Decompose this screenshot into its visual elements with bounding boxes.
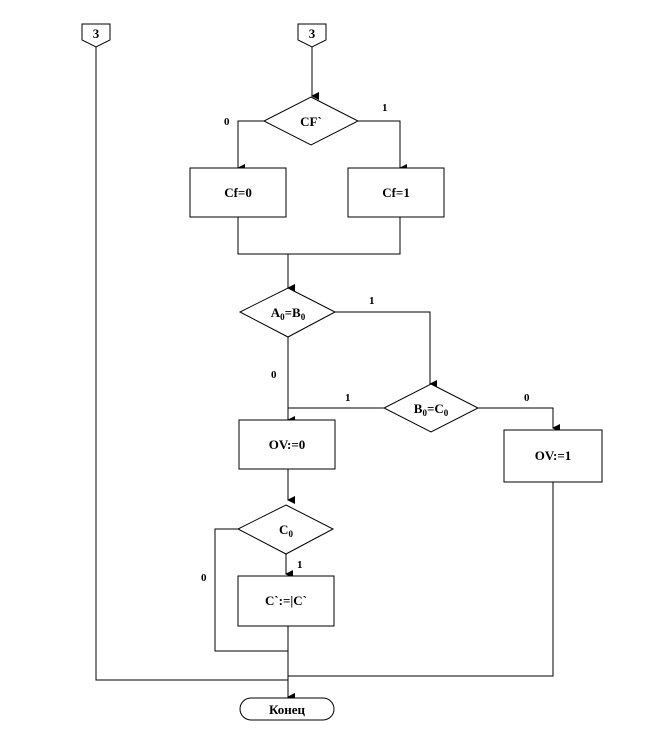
edge-a0b0-yes <box>335 311 437 388</box>
connector-left: 3 <box>81 23 111 48</box>
decision-a0b0-label: A0=B0 <box>271 305 306 322</box>
edge-labels: 0 1 1 0 1 0 1 0 <box>201 102 530 584</box>
edge-ov1-to-end <box>288 482 554 677</box>
process-c-invert-label: C`:=|C` <box>265 593 307 608</box>
edge-left-connector-to-end <box>95 47 288 681</box>
edge-label-cf-yes: 1 <box>382 102 388 114</box>
decision-a0b0: A0=B0 <box>238 287 337 338</box>
edge-c0-no <box>214 528 288 652</box>
edge-label-b0c0-yes: 1 <box>345 392 351 404</box>
edge-cf-no <box>237 120 264 172</box>
edge-label-a0b0-yes: 1 <box>369 295 375 307</box>
process-cf-zero-label: Cf=0 <box>224 185 252 200</box>
edge-b0c0-no <box>478 407 560 432</box>
connector-left-label: 3 <box>93 26 100 41</box>
decision-c0-label: C0 <box>279 522 293 539</box>
edge-cf-merge <box>237 217 401 255</box>
edge-label-c0-yes: 1 <box>297 559 303 571</box>
connector-right: 3 <box>297 23 327 48</box>
edge-label-b0c0-no: 0 <box>524 392 530 404</box>
edge-label-c0-no: 0 <box>201 572 207 584</box>
connector-right-label: 3 <box>309 26 316 41</box>
edge-cf-yes <box>358 120 407 172</box>
process-cf-zero: Cf=0 <box>189 167 287 218</box>
connection-lines <box>95 47 560 701</box>
process-c-invert: C`:=|C` <box>237 575 335 627</box>
process-ov-zero: OV:=0 <box>238 419 336 470</box>
process-cf-one: Cf=1 <box>347 167 445 218</box>
terminator-end-label: Конец <box>269 702 306 717</box>
process-ov-one: OV:=1 <box>503 429 603 483</box>
edge-label-cf-no: 0 <box>224 116 230 128</box>
decision-cf-label: CF` <box>300 114 322 129</box>
process-ov-one-label: OV:=1 <box>535 448 572 463</box>
decision-b0c0: B0=C0 <box>382 383 480 433</box>
decision-c0: C0 <box>236 504 335 555</box>
terminator-end: Конец <box>239 697 335 721</box>
process-ov-zero-label: OV:=0 <box>269 437 306 452</box>
decision-cf: CF` <box>262 96 360 146</box>
process-cf-one-label: Cf=1 <box>382 185 410 200</box>
decision-b0c0-label: B0=C0 <box>414 401 449 418</box>
edge-label-a0b0-no: 0 <box>271 369 277 381</box>
